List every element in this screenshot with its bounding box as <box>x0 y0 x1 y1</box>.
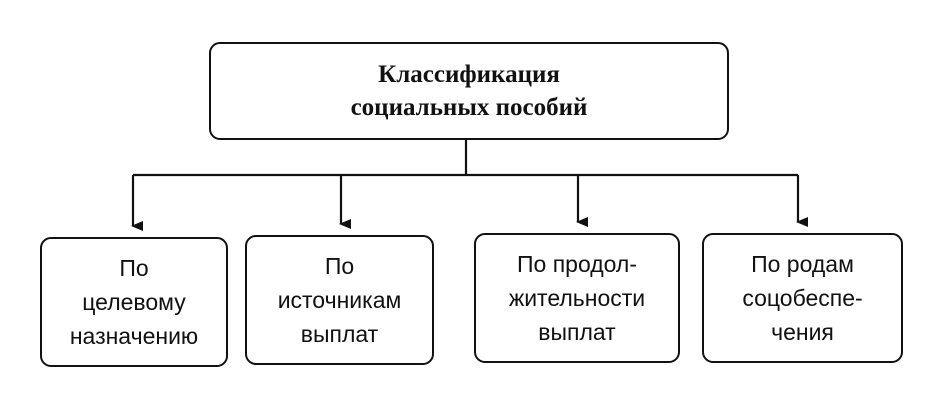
child-4-line-1: По родам <box>751 251 854 277</box>
child-2-line-2: источникам <box>277 287 402 313</box>
child-4-line-3: чения <box>771 319 834 345</box>
child-node-box-4: По родам соцобеспе- чения <box>702 233 903 363</box>
child-1-line-2: целевому <box>82 289 186 315</box>
child-1-line-3: назначению <box>69 323 199 349</box>
root-title-line-1: Классификация <box>378 61 560 88</box>
child-node-box-3: По продол- жительности выплат <box>474 233 680 363</box>
child-4-line-2: соцобеспе- <box>742 285 863 311</box>
child-node-box-2: По источникам выплат <box>245 235 434 365</box>
child-2-line-3: выплат <box>300 321 379 347</box>
child-3-line-2: жительности <box>508 285 646 311</box>
child-3-line-1: По продол- <box>516 251 638 277</box>
child-1-line-1: По <box>119 255 149 281</box>
child-3-line-3: выплат <box>538 319 616 345</box>
child-2-line-1: По <box>324 253 355 279</box>
root-title-line-2: социальных пособий <box>350 94 588 121</box>
child-node-box-1: По целевому назначению <box>40 237 228 367</box>
root-node-box: Классификация социальных пособий <box>209 42 729 140</box>
